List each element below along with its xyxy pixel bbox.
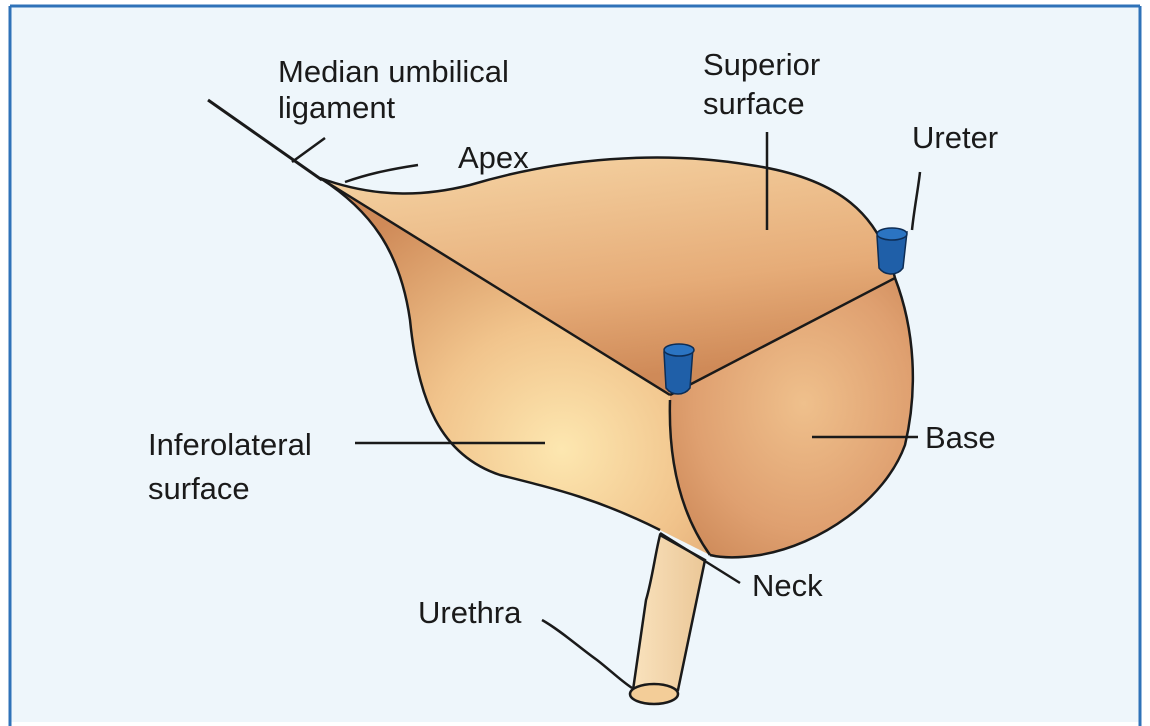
label-neck: Neck — [752, 568, 823, 603]
label-base: Base — [925, 420, 996, 455]
ureter-right — [877, 228, 907, 274]
label-ureter: Ureter — [912, 120, 998, 155]
label-apex: Apex — [458, 140, 529, 175]
label-urethra: Urethra — [418, 595, 522, 630]
urethra-opening — [630, 684, 678, 704]
ureter-left — [664, 344, 694, 394]
